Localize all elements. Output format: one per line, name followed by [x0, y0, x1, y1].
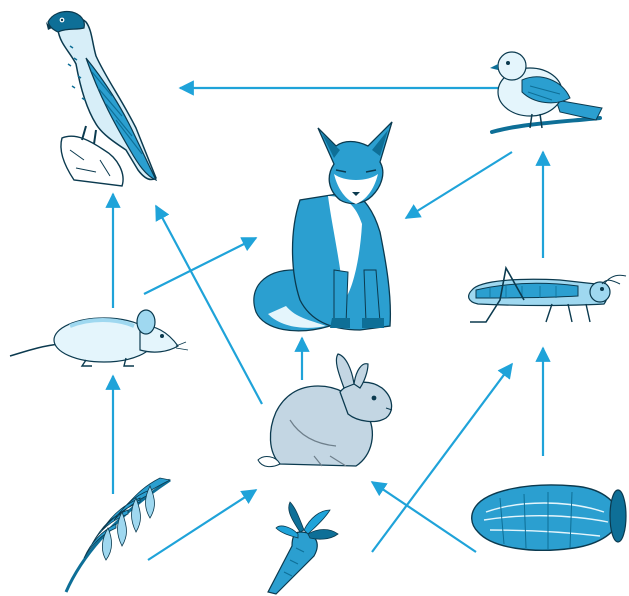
carrot-icon [267, 501, 339, 595]
falcon-icon [46, 10, 158, 187]
arrow-bird-to-fox [404, 151, 513, 219]
arrow-lettuce-to-rabbit [370, 481, 477, 553]
carrot [267, 501, 339, 595]
mouse [9, 309, 189, 367]
rabbit-icon [257, 353, 393, 468]
arrow-mouse-to-fox [143, 237, 258, 295]
arrow-wheat-to-rabbit [147, 489, 258, 561]
lettuce-icon [471, 484, 627, 551]
lettuce [471, 484, 627, 551]
songbird [490, 51, 603, 134]
grasshopper-icon [468, 265, 627, 323]
rabbit [257, 353, 393, 468]
arrow-carrot-to-grasshopper [371, 362, 513, 553]
feeding-arrows [105, 80, 551, 561]
bird-icon [490, 51, 603, 134]
wheat [64, 477, 172, 593]
fox [253, 121, 393, 332]
wheat-icon [64, 477, 172, 593]
arrow-rabbit-to-falcon [155, 204, 263, 405]
fox-icon [253, 121, 393, 332]
grasshopper [468, 265, 627, 323]
falcon [46, 10, 158, 187]
mouse-icon [9, 309, 189, 367]
